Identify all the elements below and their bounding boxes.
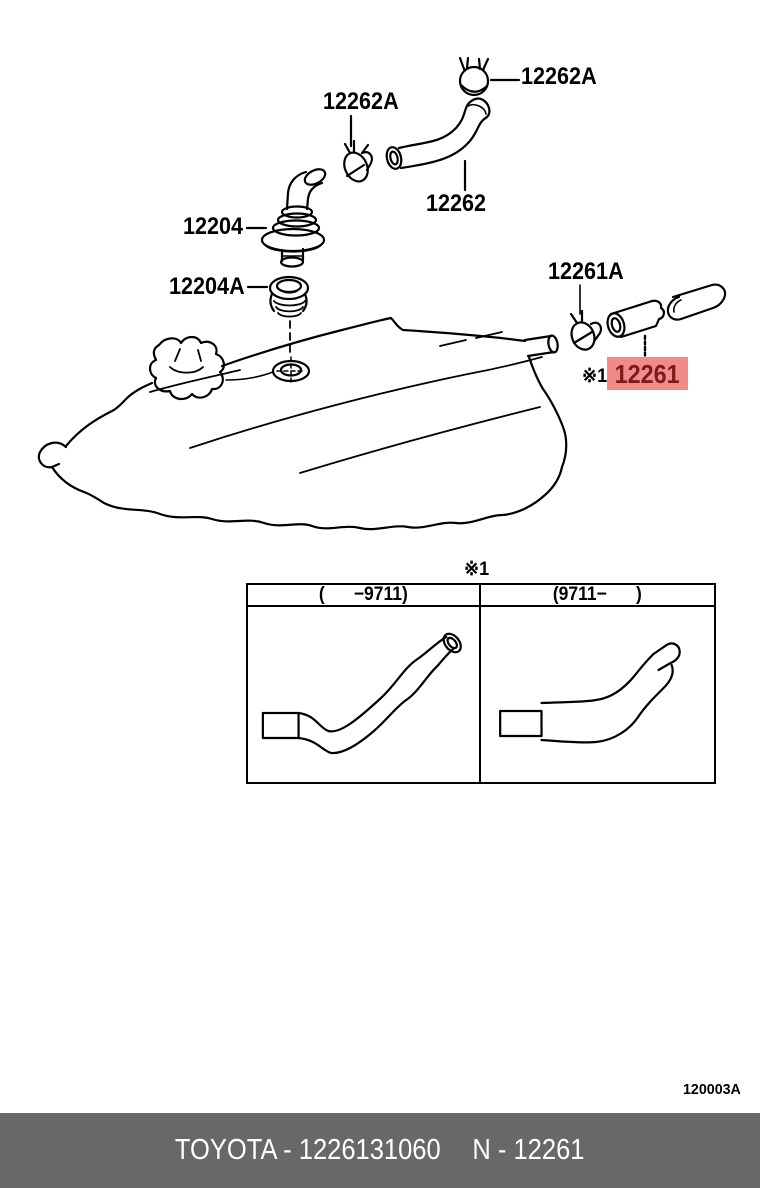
- callout-clamp-upper[interactable]: 12262A: [521, 63, 597, 90]
- callout-grommet-12204a[interactable]: 12204A: [169, 273, 245, 300]
- hose-12261-drawing: [606, 299, 665, 339]
- callout-clamp-lower[interactable]: 12262A: [323, 88, 399, 115]
- variant-early-hose-drawing: [261, 632, 462, 755]
- mating-pipe-drawing: [666, 283, 727, 321]
- reference-mark: ※1: [582, 366, 608, 387]
- parts-diagram-artwork: [37, 56, 727, 531]
- variant-late-header: (9711− ): [553, 584, 642, 605]
- variant-table: ( −9711) (9711− ): [246, 583, 716, 784]
- highlighted-part-label-12261[interactable]: 12261: [607, 357, 688, 390]
- variant-late-hose-drawing: [499, 642, 681, 744]
- footer-brand-part-number: TOYOTA - 1226131060: [175, 1134, 442, 1166]
- variant-early-header: ( −9711): [248, 584, 481, 605]
- table-reference-mark: ※1: [464, 559, 490, 580]
- callout-valve-12204[interactable]: 12204: [183, 213, 244, 240]
- hose-clip-12261a-drawing: [569, 309, 602, 351]
- hose-12262-drawing: [385, 97, 491, 170]
- variant-late-cell: [481, 607, 714, 782]
- footer-catalog-number: N - 12261: [472, 1134, 585, 1166]
- callout-hose-12262[interactable]: 12262: [426, 190, 487, 217]
- cylinder-head-cover-drawing: [37, 316, 568, 531]
- drawing-number: 120003A: [683, 1081, 741, 1098]
- grommet-12204a-drawing: [268, 275, 310, 318]
- callout-clip-12261a[interactable]: 12261A: [548, 258, 624, 285]
- hose-clamp-upper-drawing: [458, 56, 490, 97]
- hose-clamp-lower-drawing: [343, 139, 373, 183]
- footer-part-bar: TOYOTA - 1226131060 N - 12261: [0, 1113, 760, 1188]
- variant-early-cell: [248, 607, 481, 782]
- valve-12204-drawing: [260, 168, 327, 268]
- variant-table-header: ( −9711) (9711− ): [248, 584, 714, 607]
- highlighted-part-number: 12261: [614, 358, 681, 389]
